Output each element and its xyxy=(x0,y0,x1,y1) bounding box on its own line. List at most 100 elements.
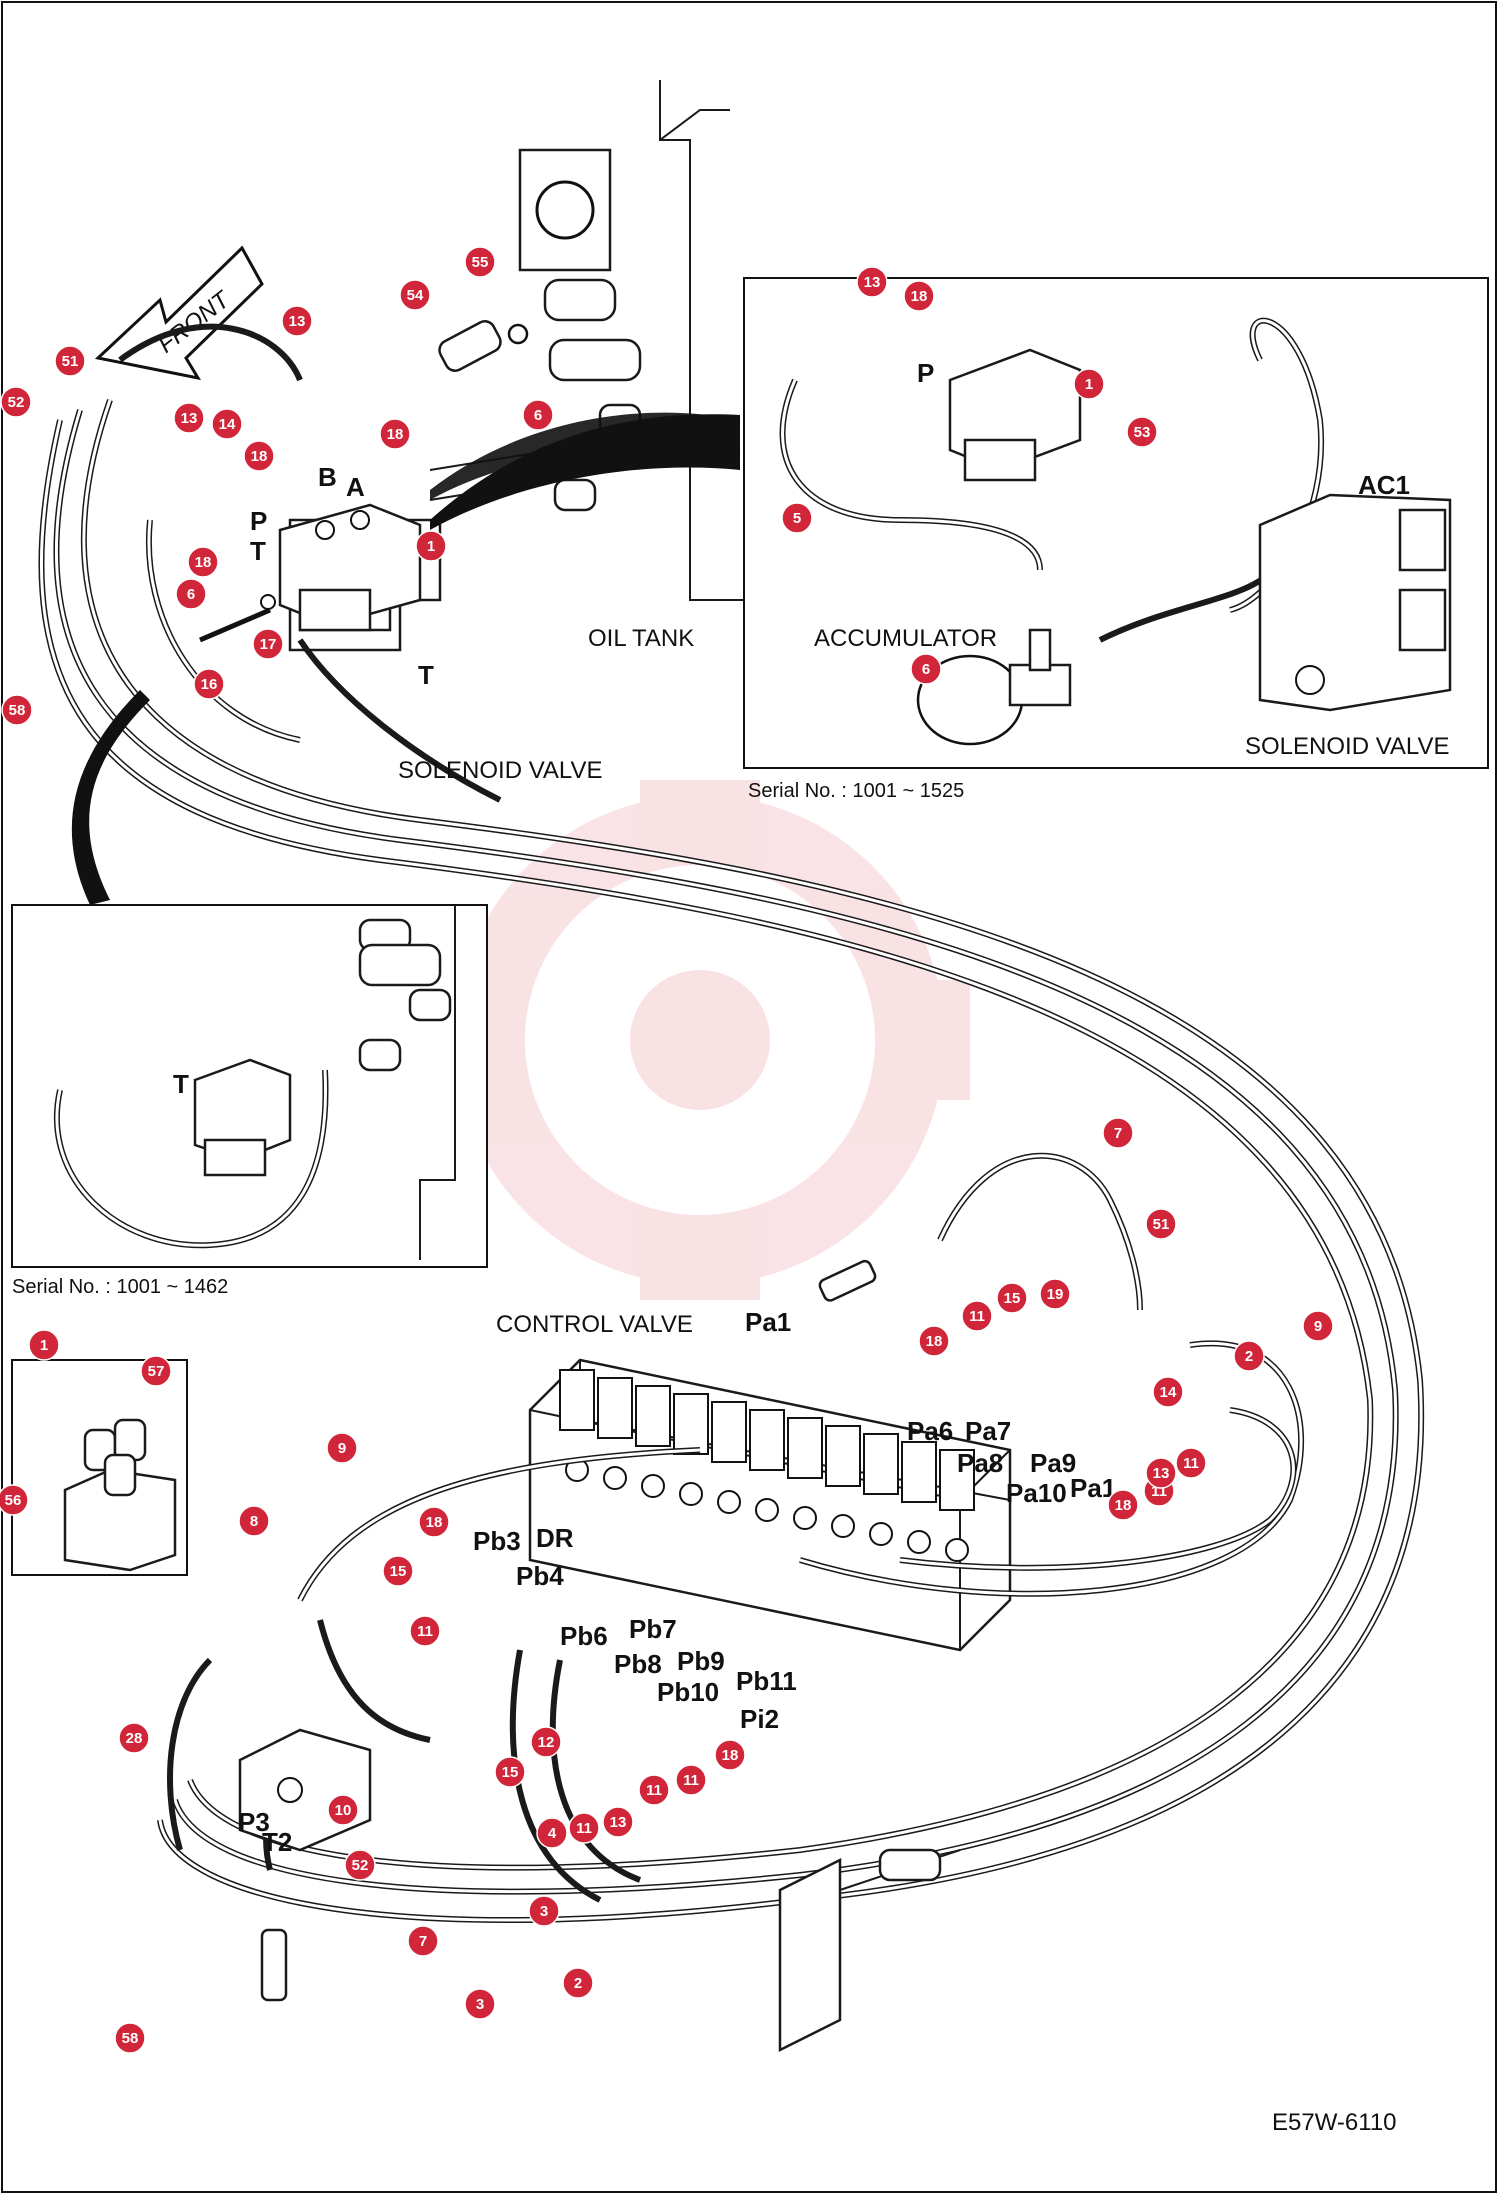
callout-number: 18 xyxy=(426,1514,443,1531)
callout-number: 18 xyxy=(926,1333,943,1350)
inset-left xyxy=(11,904,488,1268)
callout-marker xyxy=(1175,1447,1207,1479)
callout-marker xyxy=(140,1355,172,1387)
port-label: Pb7 xyxy=(629,1614,677,1644)
callout-marker xyxy=(781,502,813,534)
callout-number: 3 xyxy=(540,1903,548,1920)
solenoid-block-inset xyxy=(948,348,1082,482)
callout-marker xyxy=(530,1726,562,1758)
callout-number: 2 xyxy=(574,1975,582,1992)
callout-number: 11 xyxy=(646,1782,662,1799)
callout-number: 13 xyxy=(610,1814,627,1831)
callout-marker xyxy=(536,1817,568,1849)
port-label: Pa1 xyxy=(1070,1473,1116,1503)
callout-marker xyxy=(281,305,313,337)
inset-small-left xyxy=(11,1359,188,1576)
valve-section xyxy=(939,1449,975,1511)
valve-section xyxy=(597,1377,633,1439)
port-label: AC1 xyxy=(1358,470,1410,500)
port-label: Pb8 xyxy=(614,1649,662,1679)
callout-number: 12 xyxy=(538,1734,555,1751)
callout-marker xyxy=(211,408,243,440)
callout-marker xyxy=(1145,1208,1177,1240)
callout-marker xyxy=(252,628,284,660)
callout-marker xyxy=(562,1967,594,1999)
callout-marker xyxy=(0,1484,29,1516)
port-label: Pb4 xyxy=(516,1561,564,1591)
callout-number: 57 xyxy=(148,1363,165,1380)
inset-top-right xyxy=(743,277,1489,769)
callout-number: 15 xyxy=(502,1764,519,1781)
callout-marker xyxy=(714,1739,746,1771)
valve-section xyxy=(559,1369,595,1431)
valve-port xyxy=(869,1522,893,1546)
port-label: Pa9 xyxy=(1030,1448,1076,1478)
port-label: Pb9 xyxy=(677,1646,725,1676)
valve-port xyxy=(907,1530,931,1554)
hose-7 xyxy=(937,1152,1143,1311)
callout-number: 58 xyxy=(122,2030,139,2047)
washer xyxy=(260,594,276,610)
bolt xyxy=(199,607,271,643)
valve-section xyxy=(749,1409,785,1471)
port-label: Pa6 xyxy=(907,1416,953,1446)
callout-marker xyxy=(675,1764,707,1796)
hose-bundle xyxy=(38,323,1425,1923)
port-label: Pa8 xyxy=(957,1448,1003,1478)
callout-number: 56 xyxy=(5,1492,22,1509)
callout-marker xyxy=(522,399,554,431)
callout-number: 11 xyxy=(576,1820,592,1837)
callout-marker xyxy=(464,246,496,278)
callout-marker xyxy=(173,402,205,434)
valve-port xyxy=(717,1490,741,1514)
mounting-plate xyxy=(778,1848,961,2053)
callout-number: 51 xyxy=(62,353,79,370)
callout-number: 7 xyxy=(419,1933,427,1950)
callout-number: 13 xyxy=(289,313,306,330)
callout-marker xyxy=(238,1505,270,1537)
hose-lower-c xyxy=(549,1659,642,1883)
solenoid-valve-inset-label: SOLENOID VALVE xyxy=(1245,733,1450,760)
port-label: B xyxy=(318,462,337,492)
solenoid-valve-main-label: SOLENOID VALVE xyxy=(398,757,603,784)
callout-number: 5 xyxy=(793,510,801,527)
port-label: A xyxy=(346,472,365,502)
callout-marker xyxy=(494,1756,526,1788)
serial-left-label: Serial No. : 1001 ~ 1462 xyxy=(12,1276,228,1298)
callout-number: 17 xyxy=(260,636,277,653)
port-label: Pb3 xyxy=(473,1526,521,1556)
callout-marker xyxy=(1152,1376,1184,1408)
valve-port xyxy=(831,1514,855,1538)
callout-marker xyxy=(326,1432,358,1464)
callout-marker xyxy=(910,653,942,685)
callout-marker xyxy=(1,694,33,726)
callout-number: 53 xyxy=(1134,424,1151,441)
valve-port xyxy=(679,1482,703,1506)
inset-pointer-top xyxy=(430,414,740,530)
callout-marker xyxy=(187,546,219,578)
callout-number: 1 xyxy=(40,1337,48,1354)
callout-marker xyxy=(1126,416,1158,448)
callout-marker xyxy=(1107,1489,1139,1521)
fitting-pa1 xyxy=(818,1259,877,1302)
callout-marker xyxy=(399,279,431,311)
callout-marker xyxy=(856,266,888,298)
callout-number: 3 xyxy=(476,1996,484,2013)
callout-marker xyxy=(568,1812,600,1844)
inset-pointer-left xyxy=(71,690,150,905)
watermark-logo xyxy=(430,780,970,1300)
callout-number: 6 xyxy=(534,407,542,424)
port-label: Pb11 xyxy=(736,1666,797,1696)
control-valve-label: CONTROL VALVE xyxy=(496,1311,693,1338)
callout-number: 13 xyxy=(1153,1465,1170,1482)
callout-number: 13 xyxy=(181,410,198,427)
callout-number: 18 xyxy=(722,1747,739,1764)
callout-number: 19 xyxy=(1047,1286,1064,1303)
callout-marker xyxy=(1073,368,1105,400)
valve-section xyxy=(711,1401,747,1463)
callout-marker xyxy=(602,1806,634,1838)
port-label: Pi2 xyxy=(740,1704,779,1734)
callout-number: 14 xyxy=(1160,1384,1177,1401)
callout-number: 6 xyxy=(187,586,195,603)
